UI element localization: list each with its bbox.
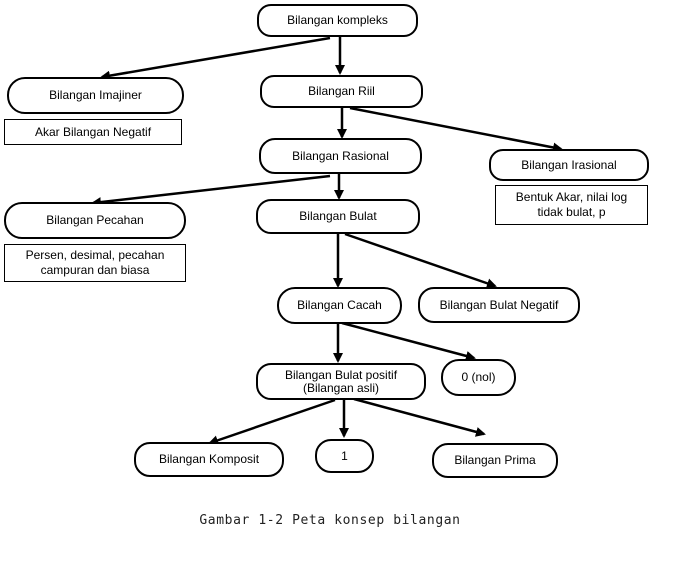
note-label-line-2: tidak bulat, p (537, 205, 606, 219)
node-bilangan-cacah: Bilangan Cacah (277, 287, 402, 324)
note-akar-bilangan-negatif: Akar Bilangan Negatif (4, 119, 182, 145)
node-bilangan-imajiner: Bilangan Imajiner (7, 77, 184, 114)
node-label-line-2: (Bilangan asli) (302, 380, 380, 395)
figure-caption: Gambar 1-2 Peta konsep bilangan (199, 513, 461, 528)
node-label: Bilangan Bulat (299, 209, 377, 223)
arrow-rasional-to-pecahan (91, 174, 331, 208)
node-bilangan-irasional: Bilangan Irasional (489, 149, 649, 181)
node-label: Bilangan Rasional (292, 148, 389, 163)
node-label: 1 (341, 448, 348, 463)
note-irasional-contoh: Bentuk Akar, nilai log tidak bulat, p (495, 185, 648, 225)
node-bilangan-prima: Bilangan Prima (432, 443, 558, 478)
node-bilangan-riil: Bilangan Riil (260, 75, 423, 108)
arrow-cacah-to-nol (341, 321, 476, 361)
node-label: Bilangan Irasional (521, 157, 617, 172)
node-bilangan-bulat-positif: Bilangan Bulat positif (Bilangan asli) (256, 363, 426, 400)
node-label: Bilangan Prima (454, 453, 536, 467)
node-bilangan-bulat-negatif: Bilangan Bulat Negatif (418, 287, 580, 323)
node-nol: 0 (nol) (441, 359, 516, 396)
node-bilangan-bulat: Bilangan Bulat (256, 199, 420, 234)
arrow-riil-to-irasional (349, 106, 563, 153)
node-label: Bilangan kompleks (287, 13, 388, 27)
arrow-bulat-positif-to-komposit (208, 398, 336, 446)
node-label: Bilangan Komposit (158, 452, 260, 466)
node-label: Bilangan Cacah (297, 298, 382, 312)
note-label: Akar Bilangan Negatif (34, 124, 152, 139)
node-label: Bilangan Imajiner (49, 88, 142, 102)
note-pecahan-contoh: Persen, desimal, pecahan campuran dan bi… (4, 244, 186, 282)
node-label: 0 (nol) (461, 370, 496, 384)
node-label: Bilangan Pecahan (46, 213, 144, 227)
arrow-kompleks-to-imajiner (100, 36, 331, 81)
node-bilangan-kompleks: Bilangan kompleks (257, 4, 418, 37)
arrow-bulat-positif-to-prima (353, 397, 486, 437)
node-bilangan-komposit: Bilangan Komposit (134, 442, 284, 477)
node-label: Bilangan Bulat Negatif (439, 297, 559, 312)
node-bilangan-rasional: Bilangan Rasional (259, 138, 422, 174)
node-label: Bilangan Riil (308, 84, 375, 98)
node-satu: 1 (315, 439, 374, 473)
node-label-line-1: Bilangan Bulat positif (284, 367, 398, 382)
note-label-line-1: Persen, desimal, pecahan (25, 248, 165, 262)
note-label-line-1: Bentuk Akar, nilai log (515, 190, 628, 204)
arrow-bulat-to-negatif (344, 232, 497, 289)
note-label-line-2: campuran dan biasa (40, 263, 150, 277)
node-bilangan-pecahan: Bilangan Pecahan (4, 202, 186, 239)
